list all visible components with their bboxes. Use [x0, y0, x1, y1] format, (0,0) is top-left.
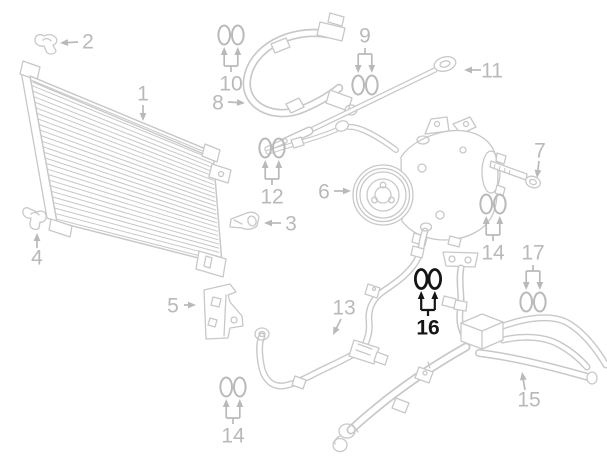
bracket-part-5[interactable] — [203, 283, 244, 340]
callout-3-fitting[interactable]: 3 — [264, 213, 297, 236]
callout-label: 14 — [221, 425, 245, 448]
orings-callout-16-highlighted[interactable]: 16 — [414, 268, 443, 340]
callout-label: 7 — [534, 140, 546, 163]
oring-icon — [272, 137, 286, 159]
condenser-fins — [30, 79, 221, 262]
compressor-part-6[interactable] — [265, 116, 507, 248]
oring-icon — [258, 137, 273, 159]
callout-label: 14 — [481, 242, 505, 265]
callout-7-bolt[interactable]: 7 — [534, 140, 546, 179]
oring-icon — [519, 291, 534, 313]
callout-label: 2 — [82, 31, 94, 54]
orings-callout-10[interactable]: 10 — [217, 24, 245, 96]
callout-label: 8 — [212, 92, 224, 115]
callout-label: 10 — [219, 73, 242, 96]
callout-6-compressor[interactable]: 6 — [318, 181, 351, 204]
callout-label: 1 — [137, 83, 149, 106]
callout-4-clip[interactable]: 4 — [31, 233, 43, 270]
callout-11-pipe[interactable]: 11 — [464, 60, 503, 83]
callout-13-hose[interactable]: 13 — [332, 297, 356, 336]
orings-callout-12[interactable]: 12 — [258, 137, 286, 209]
oring-icon — [427, 268, 443, 290]
callout-15-assembly[interactable]: 15 — [517, 372, 541, 412]
oring-icon — [365, 74, 379, 96]
callout-label: 15 — [517, 389, 540, 412]
oring-icon — [231, 24, 245, 46]
hose-assembly-part-15[interactable] — [332, 251, 607, 453]
orings-callout-9[interactable]: 9 — [351, 25, 379, 96]
callout-8-hose[interactable]: 8 — [212, 92, 245, 115]
oring-icon — [217, 24, 231, 46]
callout-2-clip[interactable]: 2 — [60, 31, 94, 54]
callout-label: 4 — [31, 247, 43, 270]
hose-part-13[interactable] — [254, 222, 433, 390]
oring-icon — [219, 376, 233, 398]
callout-label: 12 — [260, 186, 283, 209]
mount-clip-part-4[interactable] — [22, 207, 47, 231]
callout-label: 17 — [521, 242, 544, 265]
condenser-part-1[interactable] — [19, 60, 232, 278]
fitting-part-3[interactable] — [229, 211, 260, 230]
callout-label: 9 — [359, 25, 371, 48]
callout-label: 13 — [332, 297, 355, 320]
orings-callout-17[interactable]: 17 — [519, 242, 547, 313]
callout-label: 6 — [318, 181, 330, 204]
orings-callout-14-bottom[interactable]: 14 — [219, 376, 247, 448]
callout-label: 5 — [167, 295, 179, 318]
oring-icon — [351, 74, 366, 96]
oring-icon — [414, 268, 429, 290]
suction-hose-part-8[interactable] — [242, 12, 358, 118]
oring-icon — [493, 193, 507, 215]
oring-icon — [533, 291, 547, 313]
oring-icon — [479, 193, 494, 215]
callout-5-bracket[interactable]: 5 — [167, 295, 196, 318]
callout-1-condenser[interactable]: 1 — [137, 83, 149, 122]
mount-clip-part-2[interactable] — [34, 33, 58, 55]
callout-label: 16 — [416, 317, 439, 340]
orings-callout-14-right[interactable]: 14 — [479, 193, 507, 265]
callout-label: 3 — [285, 213, 297, 236]
callout-label: 11 — [481, 60, 503, 83]
oring-icon — [233, 376, 247, 398]
bolt-part-7[interactable] — [489, 160, 542, 190]
